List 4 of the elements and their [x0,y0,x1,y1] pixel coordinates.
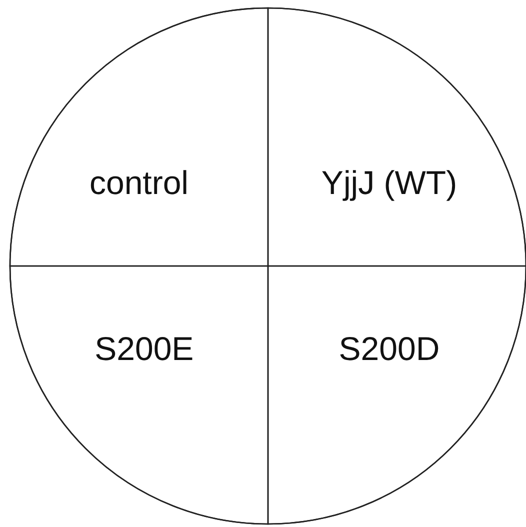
sector-label: YjjJ (WT) [321,164,458,202]
sector-label: S200D [338,330,440,368]
sector-label: S200E [94,330,194,368]
sector-label: control [89,164,189,202]
